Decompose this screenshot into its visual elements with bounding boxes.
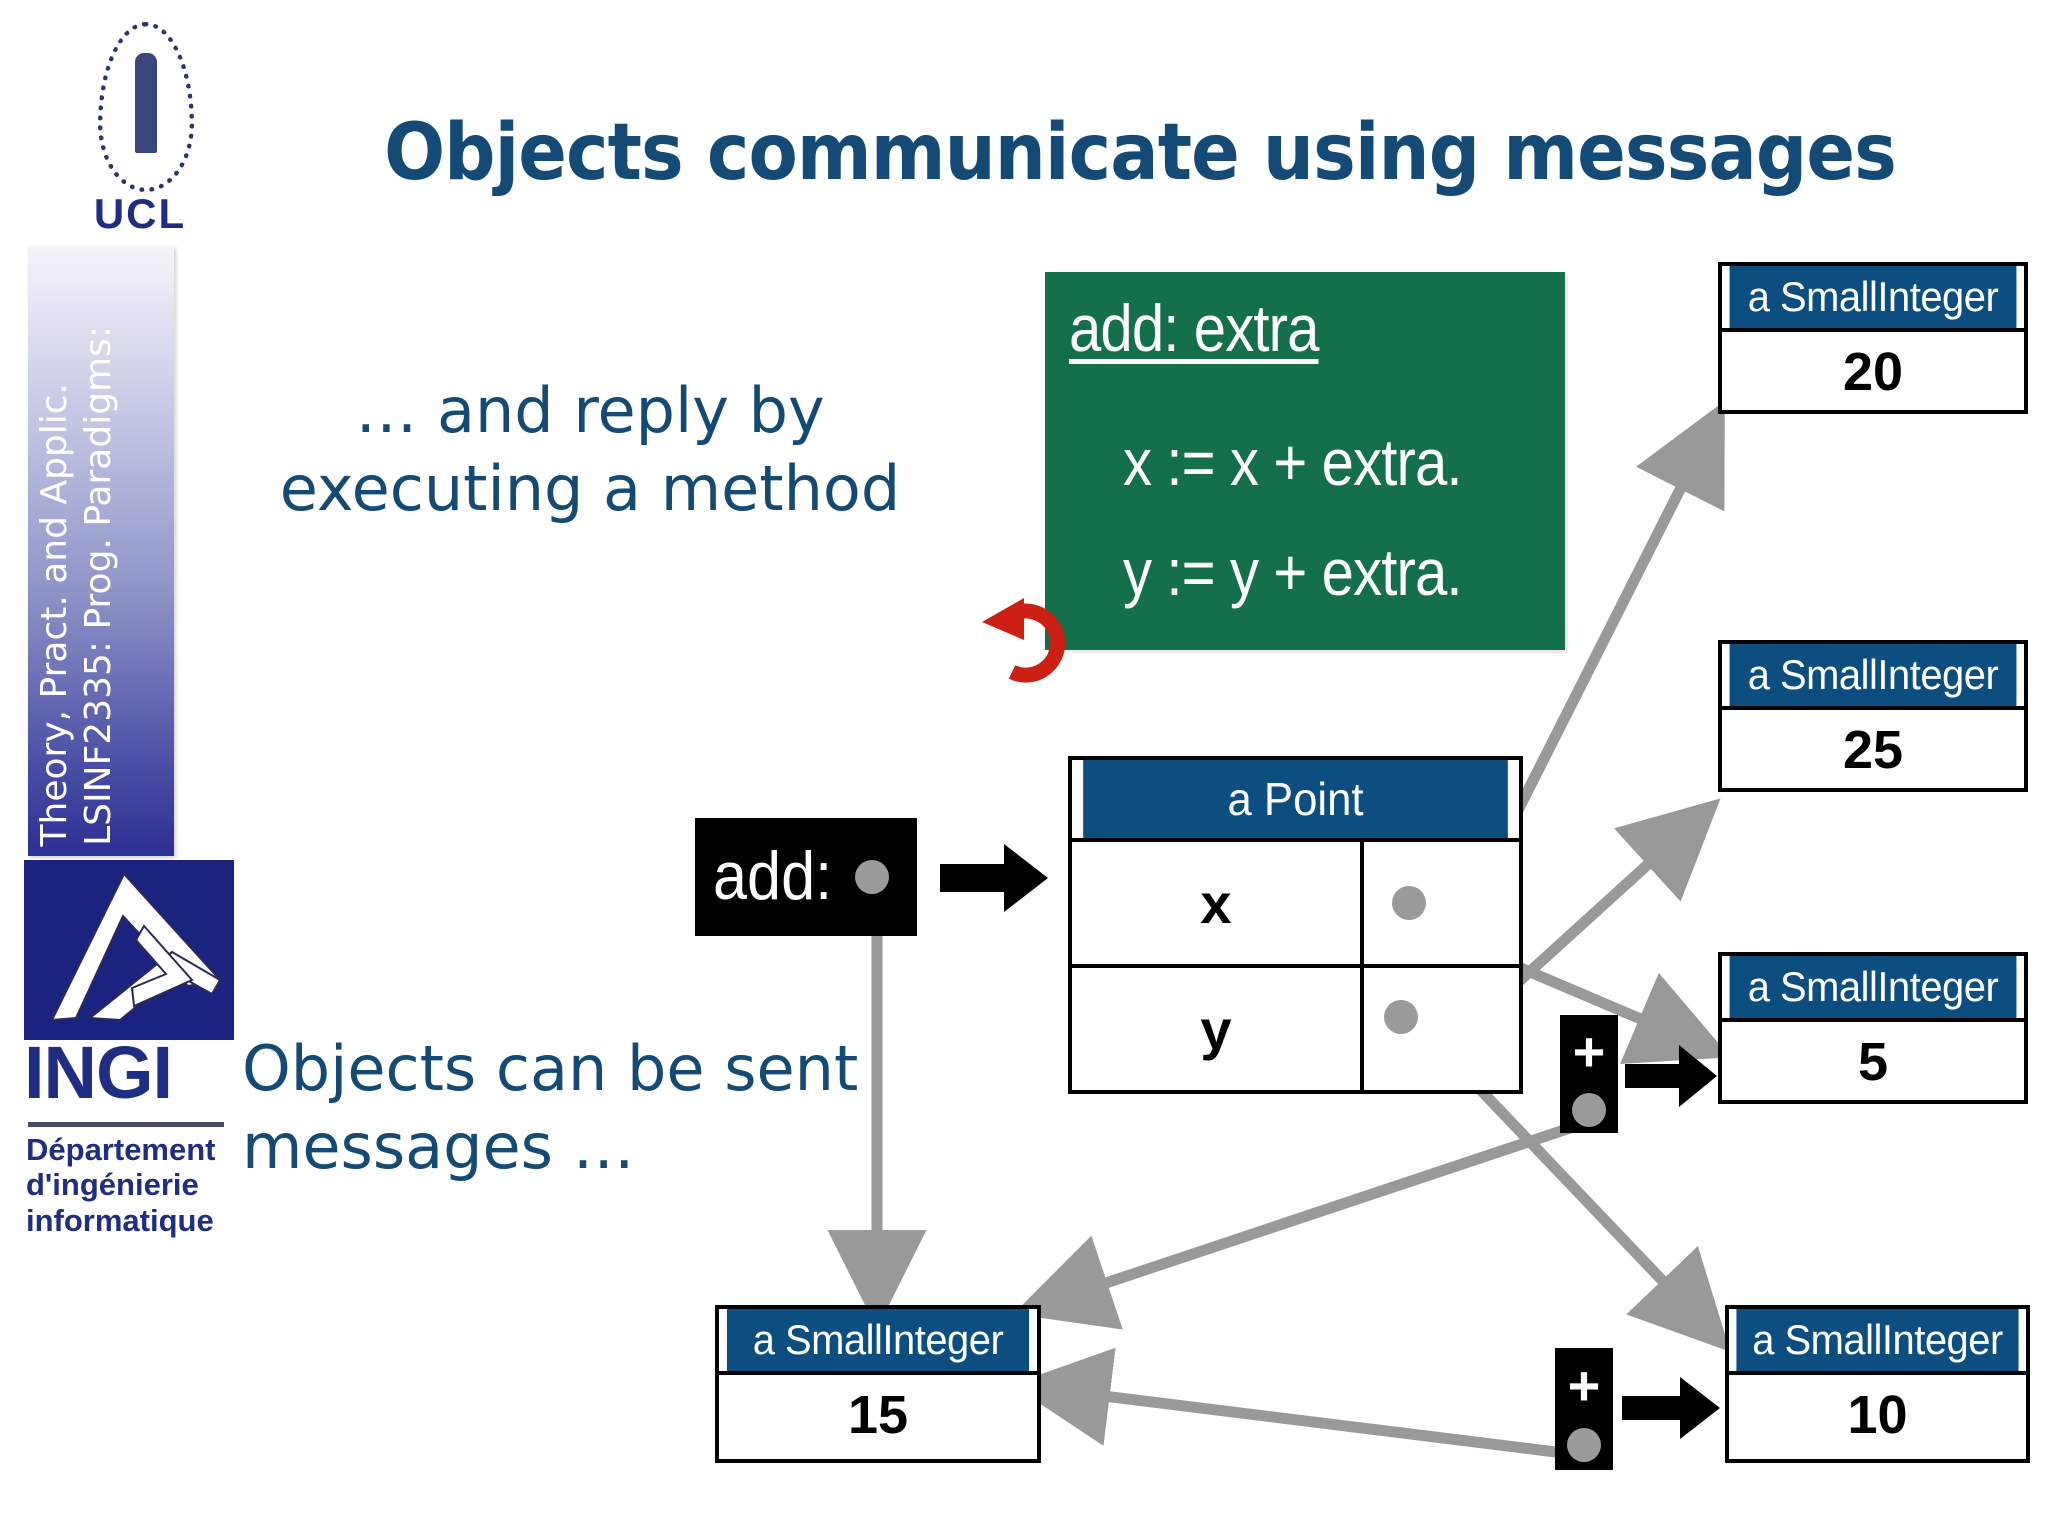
pointer-dot-x — [1392, 886, 1426, 920]
object-a-point: a Point x y — [1068, 756, 1523, 1094]
ucl-seal-icon — [98, 22, 194, 192]
method-statement-1: x := x + extra. — [1123, 425, 1463, 499]
dept-line-1: Département — [26, 1132, 216, 1167]
object-smallinteger-25: a SmallInteger 25 — [1718, 640, 2028, 792]
message-add-box[interactable]: add: — [695, 818, 917, 936]
smallinteger-10-value: 10 — [1729, 1371, 2026, 1455]
pointer-dot-add — [855, 860, 889, 894]
course-line-2: Theory, Pract. and Applic. — [34, 382, 75, 846]
smallinteger-20-header: a SmallInteger — [1729, 266, 2017, 328]
course-line-1: LSINF2335: Prog. Paradigms: — [78, 326, 119, 846]
smallinteger-15-value: 15 — [719, 1371, 1037, 1455]
point-field-row-x: x — [1072, 838, 1519, 964]
a-point-header: a Point — [1083, 760, 1508, 838]
point-field-row-y: y — [1072, 964, 1519, 1090]
penrose-triangle-icon — [24, 860, 234, 1040]
method-signature: add: extra — [1069, 291, 1319, 365]
loop-arrow-icon — [982, 598, 1066, 683]
message-add-label: add: — [713, 838, 833, 914]
smallinteger-25-header: a SmallInteger — [1729, 644, 2017, 706]
dept-line-3: informatique — [26, 1202, 214, 1238]
ucl-logo: UCL — [60, 22, 220, 242]
sent-caption: Objects can be sent messages … — [242, 1032, 859, 1183]
method-statement-2: y := y + extra. — [1123, 535, 1463, 609]
dept-line-2: d'ingénierie — [26, 1167, 199, 1203]
smallinteger-15-header: a SmallInteger — [726, 1309, 1030, 1371]
point-field-slot-x — [1364, 842, 1519, 964]
point-field-name-y: y — [1072, 968, 1364, 1090]
pointer-dot-y — [1384, 1000, 1418, 1034]
pointer-dot-plus-1 — [1572, 1093, 1606, 1127]
object-smallinteger-10: a SmallInteger 10 — [1725, 1305, 2030, 1463]
arrow-plus2-to-15 — [1011, 1347, 1581, 1461]
ingi-divider — [28, 1122, 224, 1127]
message-plus-label-1: + — [1572, 1020, 1606, 1083]
object-smallinteger-5: a SmallInteger 5 — [1718, 952, 2028, 1104]
object-smallinteger-20: a SmallInteger 20 — [1718, 262, 2028, 414]
send-arrow-plus-1 — [1625, 1045, 1717, 1107]
object-smallinteger-15: a SmallInteger 15 — [715, 1305, 1041, 1463]
pointer-dot-plus-2 — [1567, 1428, 1601, 1462]
ingi-acronym: INGI — [24, 1031, 173, 1114]
point-field-slot-y — [1364, 968, 1519, 1090]
send-arrow-plus-2 — [1622, 1377, 1720, 1439]
point-field-name-x: x — [1072, 842, 1364, 964]
course-title-strip: LSINF2335: Prog. Paradigms: Theory, Prac… — [28, 246, 174, 856]
smallinteger-5-value: 5 — [1722, 1018, 2024, 1102]
ucl-wordmark: UCL — [93, 190, 187, 237]
message-plus-label-2: + — [1567, 1354, 1601, 1417]
ingi-logo: INGI Département d'ingénierie informatiq… — [18, 860, 248, 1520]
method-source-box: add: extra x := x + extra. y := y + extr… — [1045, 272, 1565, 650]
reply-caption: … and reply by executing a method — [279, 374, 901, 525]
message-plus-box-1[interactable]: + — [1560, 1015, 1618, 1133]
arrow-plus1-to-15 — [1013, 1116, 1590, 1330]
smallinteger-5-header: a SmallInteger — [1729, 956, 2017, 1018]
message-plus-box-2[interactable]: + — [1555, 1348, 1613, 1470]
smallinteger-20-value: 20 — [1722, 328, 2024, 412]
smallinteger-25-value: 25 — [1722, 706, 2024, 790]
ingi-department: Département d'ingénierie informatique — [26, 1132, 246, 1238]
smallinteger-10-header: a SmallInteger — [1736, 1309, 2019, 1371]
send-arrow-to-point — [940, 844, 1048, 912]
slide-title: Objects communicate using messages — [384, 108, 1897, 198]
